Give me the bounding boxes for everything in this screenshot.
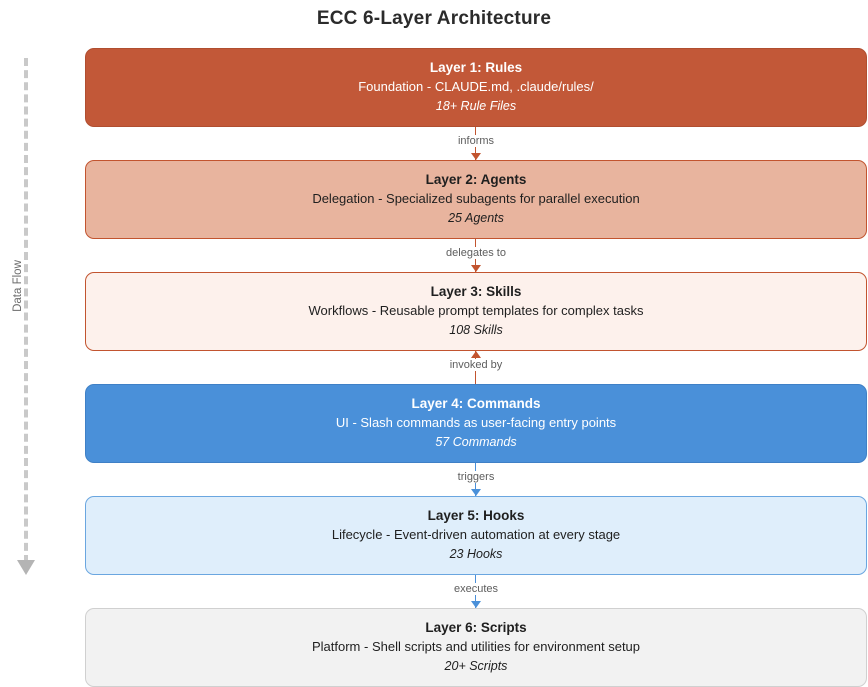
layer-title: Layer 2: Agents	[425, 172, 527, 187]
connector-arrow-icon	[470, 601, 481, 608]
connector-arrow-icon	[470, 351, 481, 358]
layer-description: UI - Slash commands as user-facing entry…	[335, 415, 617, 430]
layer-count: 20+ Scripts	[444, 659, 508, 673]
layer-card-agents[interactable]: Layer 2: Agents Delegation - Specialized…	[85, 160, 867, 239]
layer-count: 23 Hooks	[449, 547, 503, 561]
layer-title: Layer 1: Rules	[429, 60, 523, 75]
connector-label: delegates to	[85, 247, 867, 259]
layer-card-scripts[interactable]: Layer 6: Scripts Platform - Shell script…	[85, 608, 867, 687]
layer-description: Lifecycle - Event-driven automation at e…	[331, 527, 621, 542]
connector-triggers: triggers	[85, 463, 867, 496]
layer-title: Layer 4: Commands	[411, 396, 541, 411]
layer-card-rules[interactable]: Layer 1: Rules Foundation - CLAUDE.md, .…	[85, 48, 867, 127]
connector-arrow-icon	[470, 265, 481, 272]
connector-informs: informs	[85, 127, 867, 160]
connector-label: informs	[85, 135, 867, 147]
connector-label: executes	[85, 583, 867, 595]
layer-stack: Layer 1: Rules Foundation - CLAUDE.md, .…	[85, 48, 867, 687]
layer-count: 18+ Rule Files	[435, 99, 517, 113]
layer-card-commands[interactable]: Layer 4: Commands UI - Slash commands as…	[85, 384, 867, 463]
data-flow-label: Data Flow	[12, 260, 24, 312]
layer-title: Layer 6: Scripts	[425, 620, 527, 635]
connector-executes: executes	[85, 575, 867, 608]
layer-count: 108 Skills	[449, 323, 503, 337]
layer-description: Workflows - Reusable prompt templates fo…	[308, 303, 644, 318]
data-flow-dashed-line	[24, 58, 28, 563]
layer-count: 57 Commands	[435, 435, 517, 449]
layer-description: Platform - Shell scripts and utilities f…	[311, 639, 641, 654]
layer-count: 25 Agents	[448, 211, 504, 225]
data-flow-arrow-icon	[17, 560, 35, 575]
layer-title: Layer 3: Skills	[430, 284, 522, 299]
layer-card-skills[interactable]: Layer 3: Skills Workflows - Reusable pro…	[85, 272, 867, 351]
layer-description: Foundation - CLAUDE.md, .claude/rules/	[358, 79, 594, 94]
connector-label: invoked by	[85, 359, 867, 371]
connector-invoked-by: invoked by	[85, 351, 867, 384]
layer-title: Layer 5: Hooks	[427, 508, 525, 523]
connector-arrow-icon	[470, 489, 481, 496]
data-flow-axis: Data Flow	[0, 40, 60, 585]
connector-label: triggers	[85, 471, 867, 483]
page-title: ECC 6-Layer Architecture	[316, 8, 552, 29]
connector-arrow-icon	[470, 153, 481, 160]
connector-delegates-to: delegates to	[85, 239, 867, 272]
layer-description: Delegation - Specialized subagents for p…	[312, 191, 640, 206]
layer-card-hooks[interactable]: Layer 5: Hooks Lifecycle - Event-driven …	[85, 496, 867, 575]
